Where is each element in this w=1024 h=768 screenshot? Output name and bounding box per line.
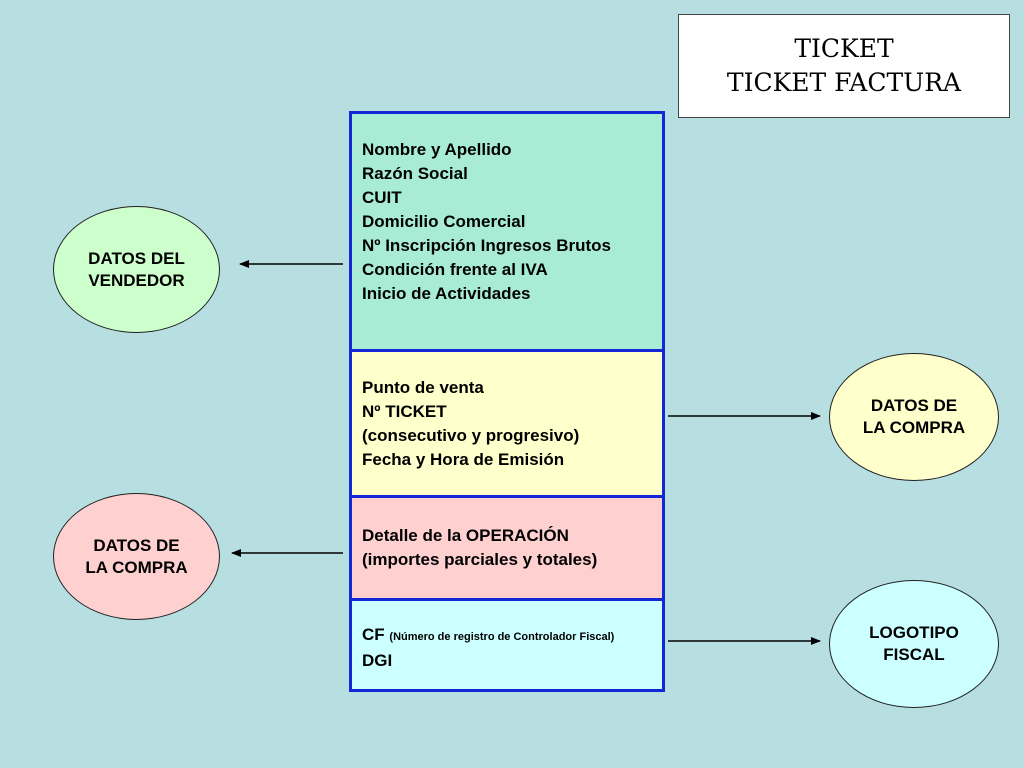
oval-line: LA COMPRA <box>862 418 966 437</box>
purchase-line: Fecha y Hora de Emisión <box>362 450 565 469</box>
oval-line: LOGOTIPO <box>869 623 959 642</box>
purchase-line: Punto de venta <box>362 378 484 397</box>
seller-info-section: Nombre y Apellido Razón Social CUIT Domi… <box>352 114 662 349</box>
seller-line: Nº Inscripción Ingresos Brutos <box>362 236 611 255</box>
dgi-label: DGI <box>362 651 393 670</box>
oval-line: FISCAL <box>883 645 945 664</box>
fiscal-logo-oval: LOGOTIPO FISCAL <box>829 580 999 708</box>
seller-line: Razón Social <box>362 164 468 183</box>
title-box: TICKET TICKET FACTURA <box>678 14 1010 118</box>
purchase-line: (consecutivo y progresivo) <box>362 426 580 445</box>
seller-data-oval: DATOS DEL VENDEDOR <box>53 206 220 333</box>
operation-line: Detalle de la OPERACIÓN <box>362 526 569 545</box>
purchase-info-section: Punto de venta Nº TICKET (consecutivo y … <box>352 352 662 495</box>
cf-note: (Número de registro de Controlador Fisca… <box>389 631 615 643</box>
title-line-1: TICKET <box>794 34 894 63</box>
seller-line: Domicilio Comercial <box>362 212 526 231</box>
cf-label: CF <box>362 625 385 644</box>
oval-line: DATOS DE <box>870 396 958 415</box>
ticket-structure: Nombre y Apellido Razón Social CUIT Domi… <box>349 111 665 692</box>
purchase-data-oval-right: DATOS DE LA COMPRA <box>829 353 999 481</box>
oval-line: DATOS DEL <box>88 248 185 268</box>
operation-detail-section: Detalle de la OPERACIÓN (importes parcia… <box>352 498 662 598</box>
oval-line: LA COMPRA <box>85 557 188 577</box>
oval-line: DATOS DE <box>93 535 180 555</box>
seller-line: Inicio de Actividades <box>362 284 531 303</box>
oval-line: VENDEDOR <box>88 270 185 290</box>
fiscal-section: CF (Número de registro de Controlador Fi… <box>352 601 662 689</box>
cf-line: CF (Número de registro de Controlador Fi… <box>362 623 662 649</box>
operation-line: (importes parciales y totales) <box>362 550 598 569</box>
seller-line: CUIT <box>362 188 402 207</box>
seller-line: Condición frente al IVA <box>362 260 548 279</box>
purchase-line: Nº TICKET <box>362 402 447 421</box>
purchase-data-oval-left: DATOS DE LA COMPRA <box>53 493 220 620</box>
seller-line: Nombre y Apellido <box>362 140 512 159</box>
title-line-2: TICKET FACTURA <box>726 68 962 97</box>
